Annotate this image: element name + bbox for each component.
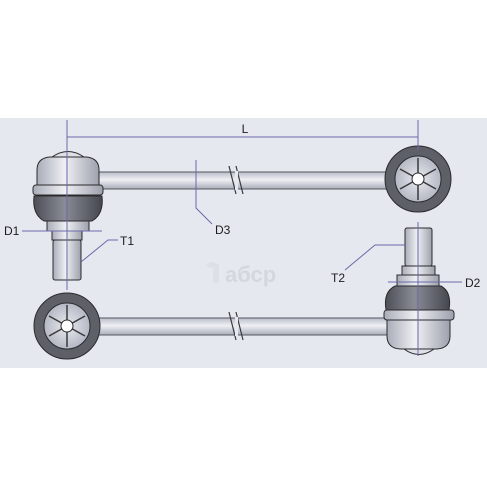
top-link — [32, 145, 452, 290]
bottom-right-ball-cap — [402, 348, 436, 355]
label-length: L — [242, 122, 249, 136]
label-d2: D2 — [465, 276, 481, 290]
top-right-eye — [384, 145, 452, 213]
label-d3: D3 — [215, 223, 231, 237]
label-t1: T1 — [120, 234, 134, 248]
bottom-link — [33, 222, 455, 360]
label-t2: T2 — [331, 271, 345, 285]
top-left-housing — [36, 156, 100, 188]
watermark-logo: aбсp — [206, 262, 276, 287]
watermark-text: aбсp — [225, 262, 276, 287]
top-rod — [97, 171, 395, 190]
top-left-washer — [46, 220, 90, 232]
dimension-lines — [22, 120, 462, 283]
top-left-ball-cap — [50, 151, 86, 158]
bottom-rod-break — [228, 311, 244, 341]
top-left-collar — [32, 184, 104, 196]
bottom-left-eye — [33, 292, 101, 360]
bottom-right-collar — [383, 309, 455, 321]
top-left-boot — [33, 195, 103, 222]
label-d1: D1 — [4, 224, 20, 238]
top-rod-break — [228, 165, 244, 195]
